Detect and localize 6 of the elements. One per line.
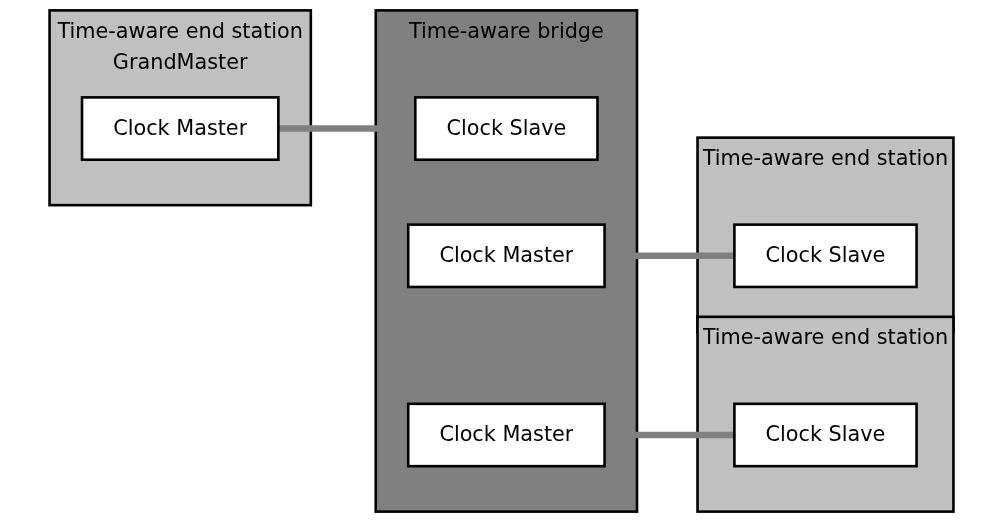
node-box: Clock Master [406,223,606,289]
node-box: Clock Slave [733,402,918,468]
node-box: Clock Slave [733,223,918,289]
node-box: Clock Slave [414,96,599,161]
node-box: Clock Master [406,402,606,468]
node-box: Clock Master [80,96,280,161]
